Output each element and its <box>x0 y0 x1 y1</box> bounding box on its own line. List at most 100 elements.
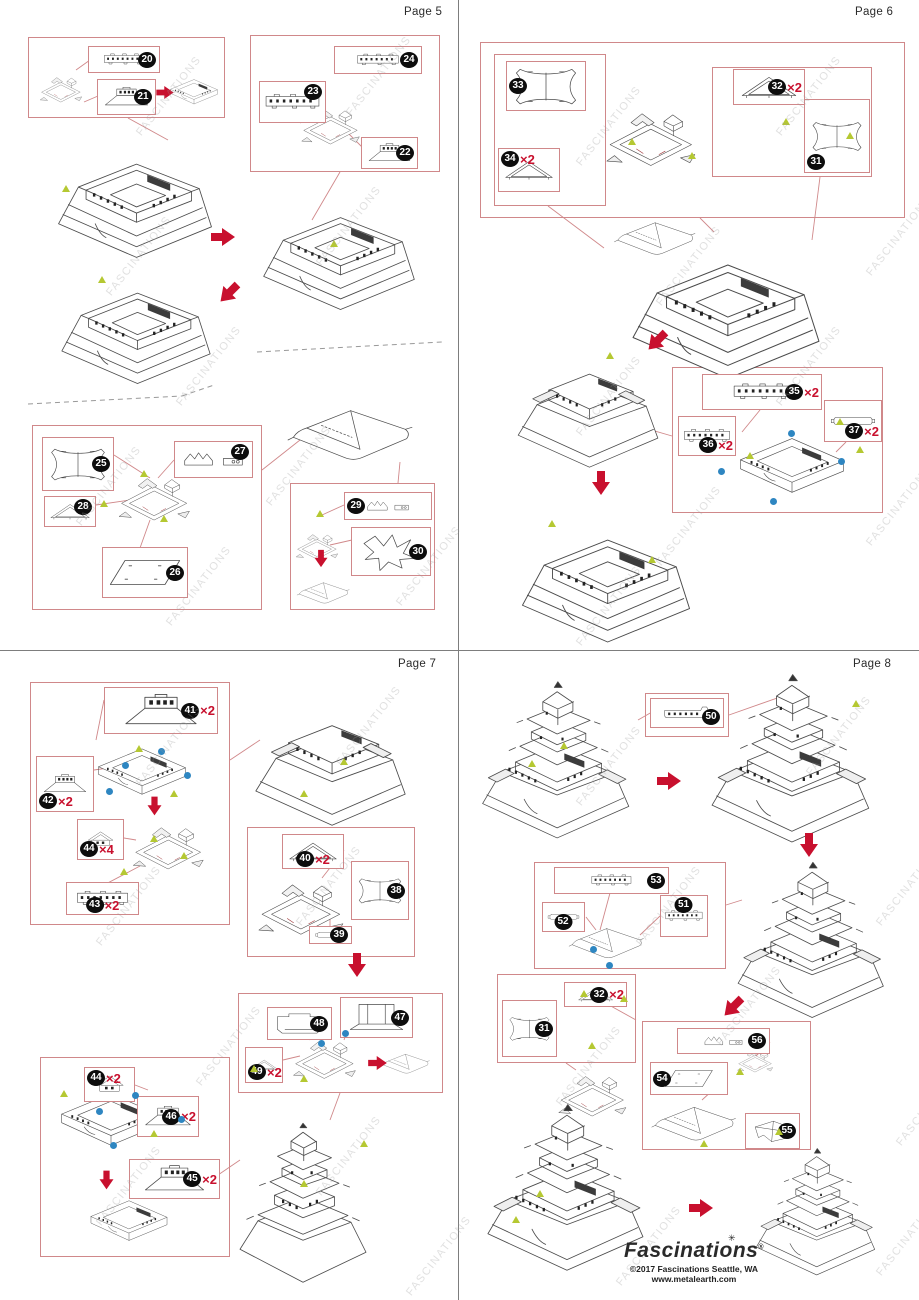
tab-marker-triangle-icon <box>150 1130 158 1137</box>
tab-marker-triangle-icon <box>150 835 158 842</box>
step-tag: 35×2 <box>785 384 819 400</box>
quantity-multiplier: ×2 <box>200 703 215 718</box>
assembly-sketch-wallring <box>166 68 222 116</box>
step-tag: 53 <box>647 872 666 889</box>
page-label-7: Page 7 <box>398 658 437 670</box>
tab-marker-triangle-icon <box>648 556 656 563</box>
registered-mark: ® <box>758 1244 765 1251</box>
step-number-badge: 53 <box>647 872 665 889</box>
step-number-badge: 32 <box>768 79 787 95</box>
quantity-multiplier: ×2 <box>864 423 879 439</box>
quantity-multiplier: ×2 <box>202 1171 217 1187</box>
step-tag: 26 <box>166 564 185 581</box>
step-tag: 45×2 <box>183 1171 217 1187</box>
part-sketch-gate <box>349 1004 404 1030</box>
step-tag: 33 <box>509 78 528 94</box>
step-number-badge: 25 <box>92 456 110 472</box>
flow-arrow-icon <box>800 832 818 858</box>
tab-marker-triangle-icon <box>140 470 148 477</box>
step-number-badge: 26 <box>166 564 184 581</box>
flow-arrow-icon <box>213 277 244 308</box>
step-number-badge: 48 <box>310 1015 328 1032</box>
assembly-sketch-wallring <box>70 1190 188 1252</box>
step-number-badge: 21 <box>134 89 152 105</box>
callout-group-box <box>534 862 726 969</box>
step-tag: 29 <box>347 498 366 514</box>
step-tag: 50 <box>702 709 721 725</box>
copyright-text: ©2017 Fascinations Seattle, WA <box>629 1264 759 1274</box>
part-callout: 24 <box>334 46 422 74</box>
quantity-multiplier: ×2 <box>787 79 802 95</box>
flow-arrow-icon <box>314 549 328 568</box>
tab-marker-triangle-icon <box>100 500 108 507</box>
step-tag: 38 <box>387 882 406 899</box>
tab-marker-triangle-icon <box>170 790 178 797</box>
tab-marker-triangle-icon <box>836 418 844 425</box>
step-number-badge: 23 <box>304 84 322 100</box>
flow-arrow-icon <box>641 325 672 356</box>
tab-marker-dot-icon <box>838 458 845 465</box>
part-sketch-star <box>363 534 416 571</box>
step-number-badge: 54 <box>653 1070 671 1087</box>
page-label-6: Page 6 <box>855 6 894 18</box>
step-number-badge: 51 <box>674 897 693 913</box>
step-tag: 40×2 <box>296 851 330 867</box>
part-callout: 45×2 <box>129 1159 220 1199</box>
assembly-sketch-tower <box>228 1100 378 1292</box>
page-label-5: Page 5 <box>404 6 443 18</box>
step-tag: 37×2 <box>845 423 879 439</box>
flow-arrow-icon <box>688 1199 714 1217</box>
step-number-badge: 32 <box>590 986 609 1003</box>
part-sketch-strip <box>733 383 791 399</box>
step-number-badge: 20 <box>138 51 156 68</box>
flow-arrow-icon <box>367 1056 388 1070</box>
callout-group-box <box>28 37 225 118</box>
step-number-badge: 55 <box>778 1123 796 1139</box>
tab-marker-triangle-icon <box>588 1042 596 1049</box>
part-callout: 29 <box>344 492 432 520</box>
part-callout: 32×2 <box>733 69 805 105</box>
step-number-badge: 43 <box>85 897 104 913</box>
part-sketch-strip <box>684 429 730 442</box>
assembly-sketch-castlemid <box>508 330 668 488</box>
tab-marker-triangle-icon <box>606 352 614 359</box>
step-tag: 54 <box>653 1070 672 1087</box>
part-callout: 53 <box>554 867 669 894</box>
part-sketch-comb <box>704 1036 743 1045</box>
callout-group-box <box>30 682 230 925</box>
step-number-badge: 44 <box>87 1070 105 1086</box>
part-callout: 23 <box>259 81 326 123</box>
step-number-badge: 27 <box>231 444 249 460</box>
part-callout: 47 <box>340 997 413 1038</box>
tab-marker-dot-icon <box>184 772 191 779</box>
tab-marker-dot-icon <box>770 498 777 505</box>
part-callout: 44×2 <box>84 1067 135 1102</box>
step-tag: 44×2 <box>87 1070 121 1086</box>
step-tag: 31 <box>807 154 826 170</box>
tab-marker-triangle-icon <box>316 510 324 517</box>
flow-arrow-icon <box>656 772 682 790</box>
watermark-text: FASCINATIONS <box>894 1063 919 1149</box>
assembly-sketch-base <box>592 226 860 384</box>
flow-arrow-icon <box>147 796 162 817</box>
part-callout: 43×2 <box>66 882 139 915</box>
tab-marker-dot-icon <box>132 1092 139 1099</box>
part-callout: 55 <box>745 1113 800 1149</box>
step-tag: 51 <box>674 897 694 913</box>
part-callout: 34×2 <box>498 148 560 192</box>
step-number-badge: 44 <box>80 841 98 857</box>
flow-arrow-icon <box>348 952 366 978</box>
part-callout: 25 <box>42 437 114 491</box>
callout-group-box <box>480 42 905 218</box>
part-callout: 31 <box>804 99 870 173</box>
tab-marker-triangle-icon <box>782 118 790 125</box>
part-callout: 20 <box>88 46 160 73</box>
step-number-badge: 30 <box>409 543 427 560</box>
step-number-badge: 42 <box>39 793 57 809</box>
part-sketch-gable <box>43 774 87 793</box>
tab-marker-triangle-icon <box>300 1180 308 1187</box>
part-callout: 37×2 <box>824 400 882 442</box>
part-callout: 51 <box>660 895 708 937</box>
step-tag: 56 <box>748 1033 767 1049</box>
tab-marker-dot-icon <box>106 788 113 795</box>
